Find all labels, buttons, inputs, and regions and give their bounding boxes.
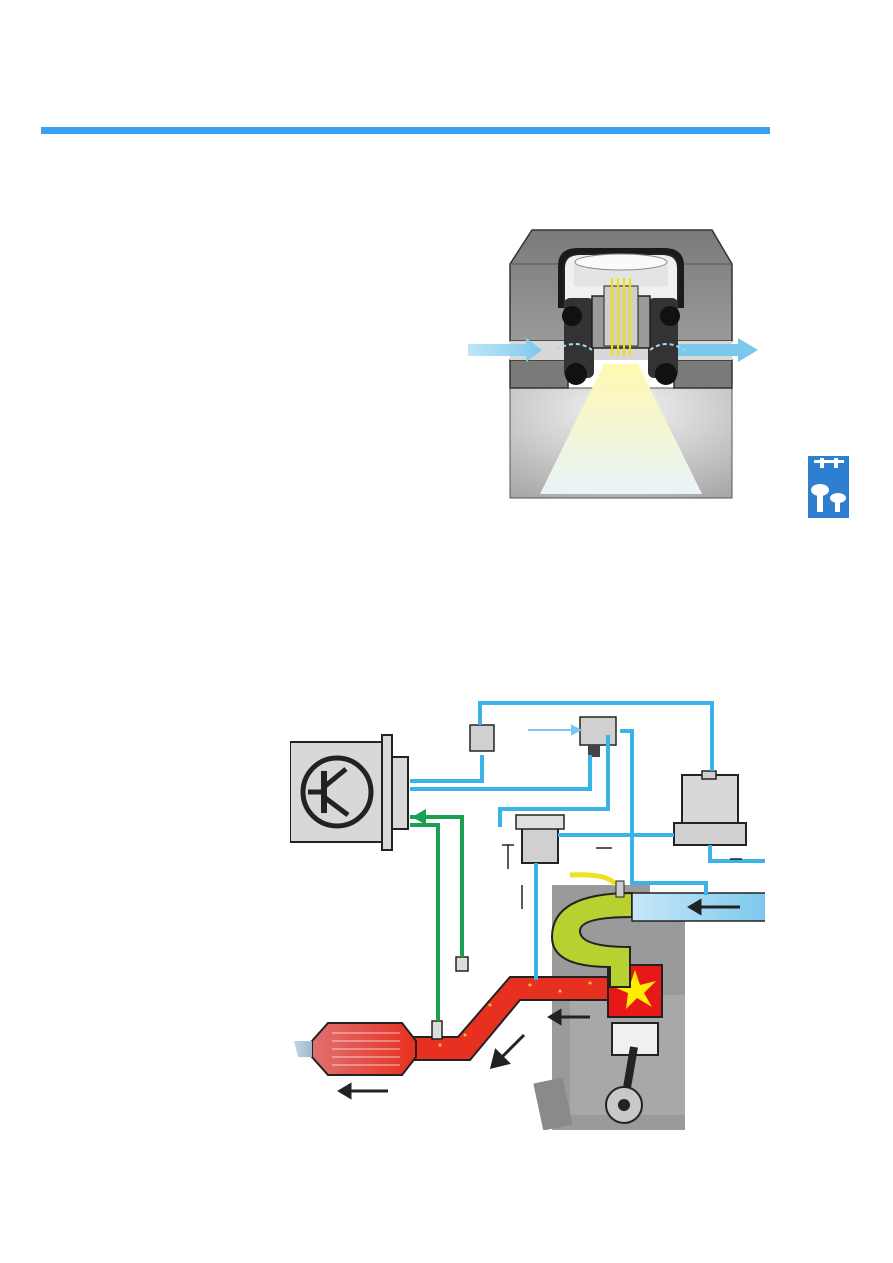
- signal-arrow-top: [412, 809, 426, 825]
- secondary-air-system-diagram: [290, 701, 765, 1130]
- electro-valve: [579, 716, 617, 746]
- intake-manifold: [550, 891, 633, 988]
- lambda-sensor-upstream: [431, 1020, 443, 1040]
- header-rule: [41, 127, 770, 134]
- fuel-line: [569, 872, 619, 887]
- engine-section-thumbnail-icon: [808, 456, 849, 518]
- air-in-arrow: [468, 338, 542, 362]
- valve-cross-section-figure: [468, 229, 758, 499]
- tailpipe: [294, 1041, 312, 1057]
- transistor-control-unit-icon: [300, 755, 374, 829]
- air-out-arrow: [678, 338, 758, 362]
- light-beam: [540, 364, 702, 494]
- spark-icon: [614, 970, 656, 1009]
- lambda-sensor-downstream: [455, 956, 469, 972]
- relay: [469, 724, 495, 752]
